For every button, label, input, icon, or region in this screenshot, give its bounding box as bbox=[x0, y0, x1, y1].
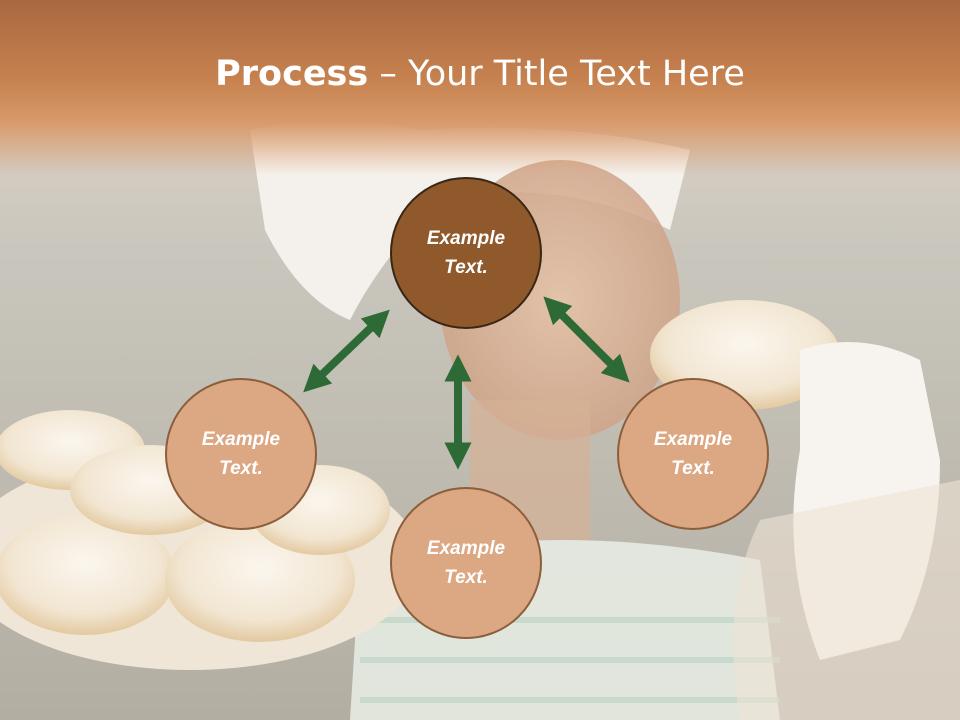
slide-title: Process – Your Title Text Here bbox=[0, 52, 960, 96]
node-label: Example Text. bbox=[426, 538, 506, 588]
process-node-bottom[interactable]: Example Text. bbox=[390, 487, 542, 639]
process-node-top[interactable]: Example Text. bbox=[390, 177, 542, 329]
title-bold: Process bbox=[215, 54, 369, 94]
node-label: Example Text. bbox=[426, 228, 506, 278]
node-label: Example Text. bbox=[201, 429, 281, 479]
title-rest: – Your Title Text Here bbox=[368, 54, 745, 94]
title-bar bbox=[0, 0, 960, 175]
process-node-left[interactable]: Example Text. bbox=[165, 378, 317, 530]
node-label: Example Text. bbox=[653, 429, 733, 479]
process-node-right[interactable]: Example Text. bbox=[617, 378, 769, 530]
